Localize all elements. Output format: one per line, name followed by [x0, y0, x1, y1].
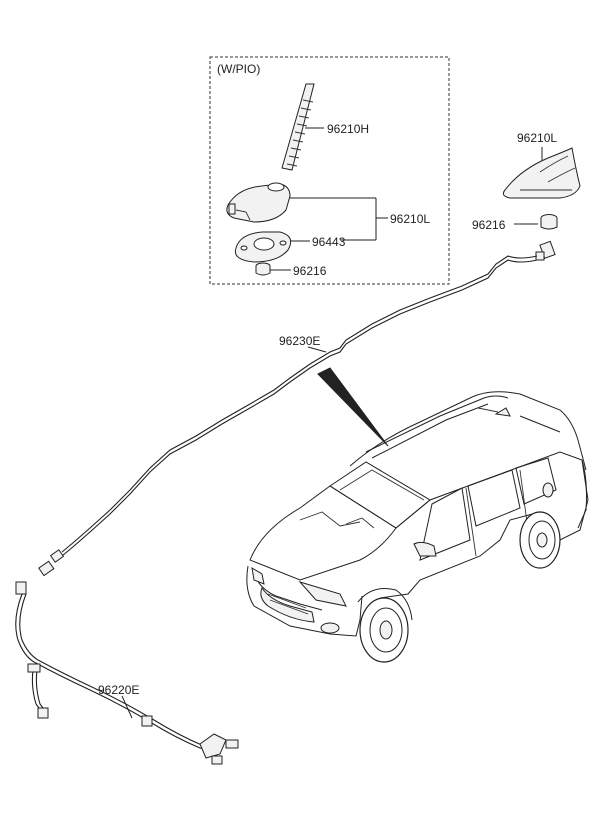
nut-icon: [255, 262, 271, 276]
label-96210H: 96210H: [327, 122, 369, 136]
label-96216-top: 96216: [472, 218, 506, 232]
inset-wpio: (W/PIO) 96210H 96210L 96443: [209, 56, 450, 285]
vehicle-icon: [246, 391, 589, 663]
nut-icon: [540, 214, 558, 230]
label-96216-wpio: 96216: [293, 264, 327, 278]
antenna-rod-icon: [281, 83, 315, 171]
location-pointer: [317, 367, 389, 447]
feeder-cable: [61, 255, 538, 557]
cable-connector-icon: [535, 240, 556, 261]
inset-title: (W/PIO): [217, 62, 260, 76]
gasket-icon: [234, 231, 292, 263]
extension-cable: [15, 593, 221, 753]
cable-connector-icon: [141, 715, 239, 765]
label-96210L-top: 96210L: [517, 131, 557, 145]
label-96443: 96443: [312, 235, 346, 249]
label-96220E: 96220E: [98, 683, 139, 697]
inset-border: [209, 56, 450, 285]
cable-connector-icon: [15, 549, 65, 595]
label-96230E: 96230E: [279, 334, 320, 348]
antenna-base-icon: [226, 182, 291, 223]
label-96210L-wpio: 96210L: [390, 212, 430, 226]
shark-fin-antenna-icon: [502, 147, 581, 199]
